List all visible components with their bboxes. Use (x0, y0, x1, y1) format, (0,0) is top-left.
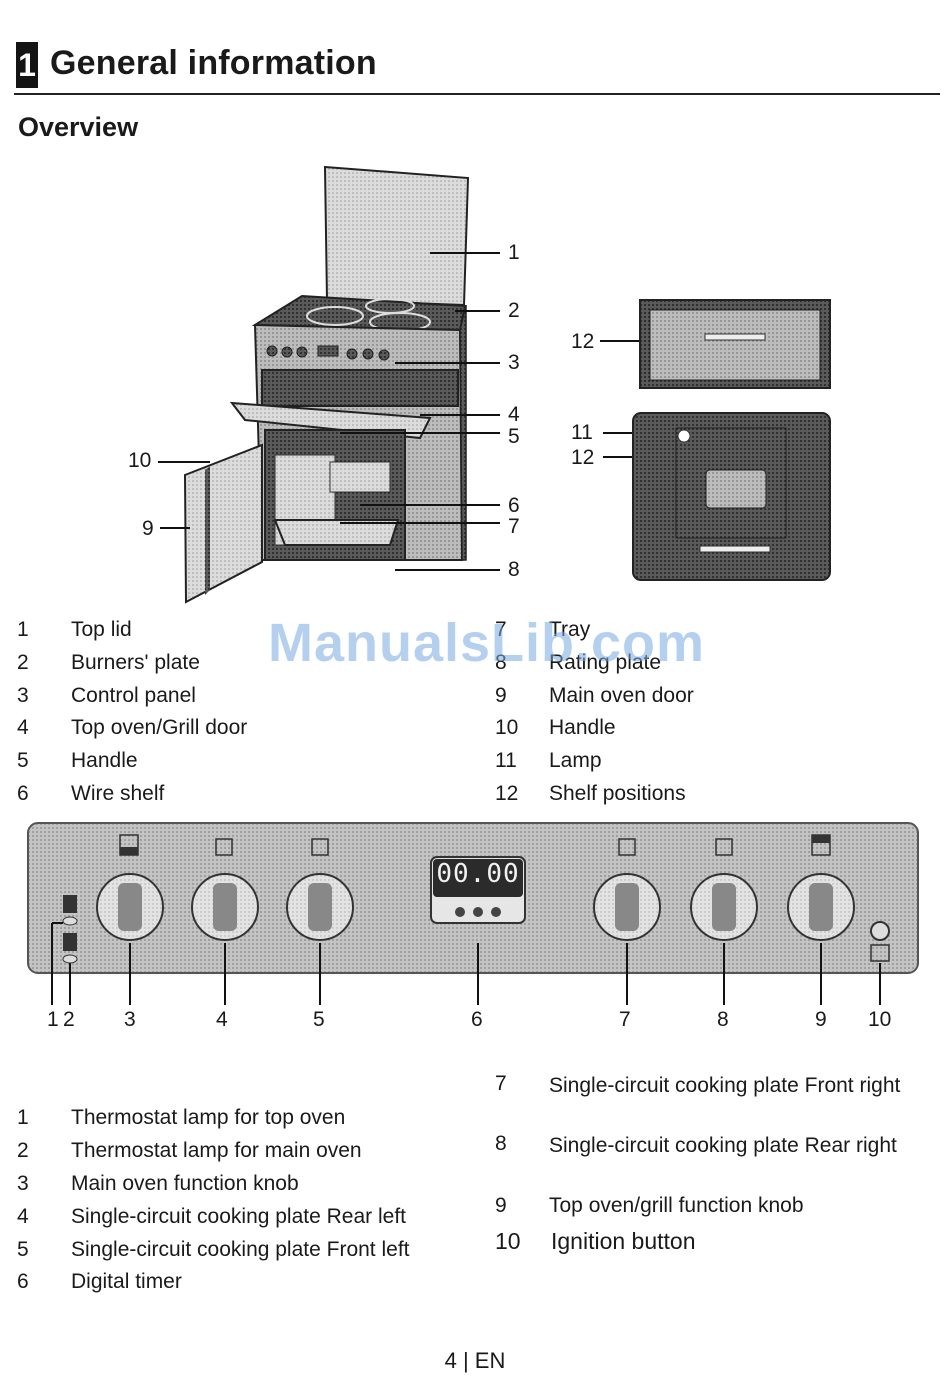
overview-heading: Overview (18, 112, 139, 142)
panel-label-9: 9 (815, 1008, 827, 1031)
timer-display: 00.00 (436, 859, 520, 889)
fig1-label-5: 5 (508, 425, 520, 448)
panel-label-8: 8 (717, 1008, 729, 1031)
page-footer: 4 | EN (444, 1348, 506, 1373)
header-rule (14, 93, 940, 95)
fig1-label-9: 9 (142, 517, 154, 540)
fig1-label-3: 3 (508, 351, 520, 374)
panel-label-2: 2 (63, 1008, 75, 1031)
fig1-label-11: 11 (571, 421, 593, 444)
fig1-label-7: 7 (508, 515, 520, 538)
cooker-illustration (158, 165, 831, 604)
fig1-label-4: 4 (508, 403, 520, 426)
ignition-button (870, 921, 890, 941)
fig1-label-6: 6 (508, 494, 520, 517)
control-panel (266, 345, 390, 361)
section-title: General information (50, 44, 377, 82)
watermark: ManualsLib.com (268, 613, 706, 673)
section-number: 1 (16, 42, 38, 88)
fig1-label-2: 2 (508, 299, 520, 322)
fig1-label-10: 10 (128, 449, 152, 472)
panel-label-5: 5 (313, 1008, 325, 1031)
fig1-label-12a: 12 (571, 330, 595, 353)
control-panel-illustration (27, 822, 919, 1005)
thermostat-lamps (62, 895, 78, 964)
panel-label-6: 6 (471, 1008, 483, 1031)
panel-label-1: 1 (47, 1008, 59, 1031)
panel-label-10: 10 (868, 1008, 892, 1031)
fig1-label-1: 1 (508, 241, 520, 264)
fig1-label-8: 8 (508, 558, 520, 581)
lamp-icon (677, 429, 691, 443)
panel-label-3: 3 (124, 1008, 136, 1031)
fig1-label-12b: 12 (571, 446, 595, 469)
main-oven-door (183, 443, 263, 604)
panel-label-4: 4 (216, 1008, 228, 1031)
tray (273, 519, 400, 546)
panel-label-7: 7 (619, 1008, 631, 1031)
top-lid (323, 165, 470, 307)
